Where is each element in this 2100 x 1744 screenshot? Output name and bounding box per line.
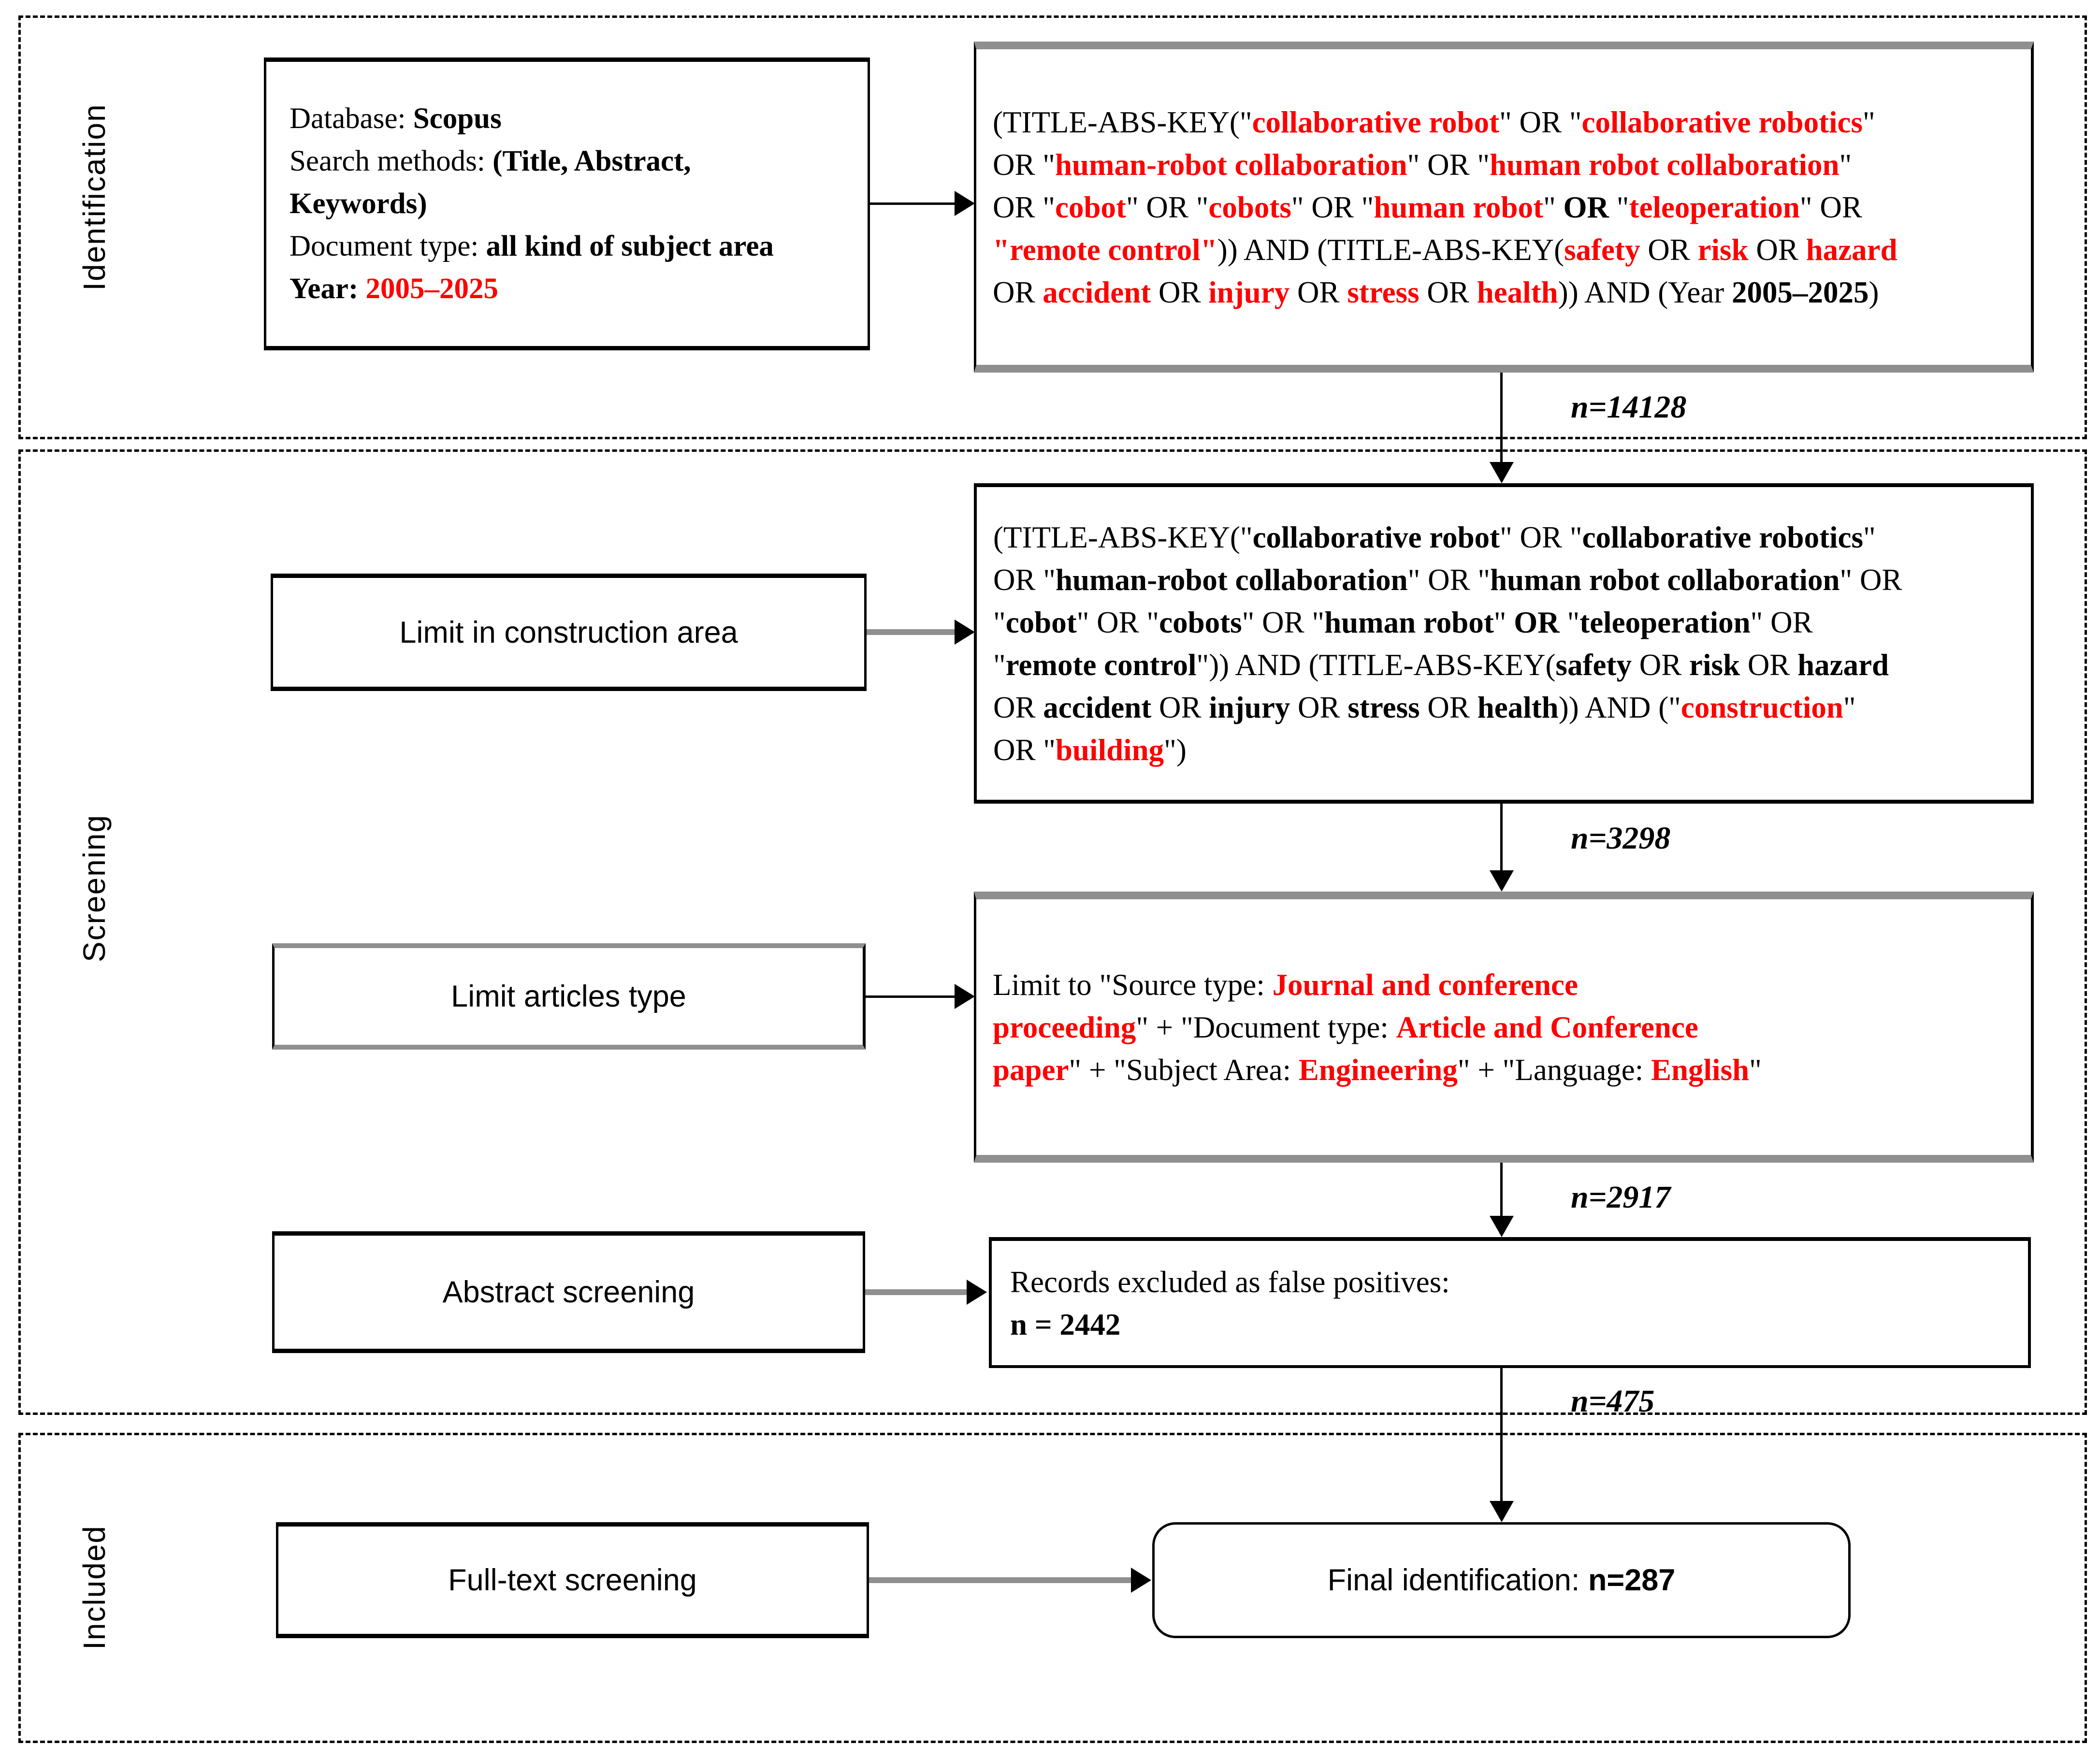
text-line: OR "human-robot collaboration" OR "human…: [993, 562, 1902, 597]
arrow-abstract-to-excluded-shaft: [865, 1289, 970, 1295]
text-line: OR accident OR injury OR stress OR healt…: [993, 275, 1879, 309]
identification-section-frame: [18, 15, 2087, 439]
limit-articles-label: Limit articles type: [451, 980, 686, 1013]
text-line: "remote control")) AND (TITLE-ABS-KEY(sa…: [993, 232, 1897, 267]
arrow-criteria-to-query-shaft: [870, 202, 959, 205]
text-line: Limit to "Source type: Journal and confe…: [993, 967, 1578, 1002]
included-section-frame: [18, 1433, 2087, 1743]
text-line: Keywords): [290, 187, 427, 220]
arrow-fulltext-to-final-shaft: [869, 1577, 1135, 1583]
arrow-criteria-to-query-head: [955, 191, 975, 216]
fulltext-screening-label: Full-text screening: [448, 1563, 697, 1597]
identification-section-label: Identification: [77, 103, 112, 291]
final-identification-prefix: Final identification:: [1327, 1563, 1588, 1597]
limit-articles-box: Limit articles type: [272, 943, 866, 1050]
arrow-excluded-to-final-shaft: [1500, 1368, 1503, 1504]
arrow-construction-to-query-shaft: [867, 629, 958, 635]
abstract-screening-label: Abstract screening: [442, 1275, 695, 1309]
text-line: OR accident OR injury OR stress OR healt…: [993, 690, 1856, 724]
arrow-limit-type-to-excluded-head: [1490, 1216, 1514, 1237]
initial-query-box: (TITLE-ABS-KEY("collaborative robot" OR …: [974, 42, 2034, 373]
arrow-articles-to-limit-type-head: [955, 984, 975, 1009]
text-line: OR "human-robot collaboration" OR "human…: [993, 147, 1852, 182]
text-line: proceeding" + "Document type: Article an…: [993, 1010, 1698, 1044]
text-line: Document type: all kind of subject area: [290, 230, 774, 262]
text-line: "cobot" OR "cobots" OR "human robot" OR …: [993, 605, 1813, 639]
text-line: Records excluded as false positives:: [1010, 1265, 1450, 1299]
text-line: OR "building"): [993, 733, 1187, 767]
text-line: "remote control")) AND (TITLE-ABS-KEY(sa…: [993, 648, 1889, 682]
arrow-fulltext-to-final-head: [1131, 1568, 1151, 1593]
limit-construction-box: Limit in construction area: [271, 574, 867, 691]
count-after-abstract: n=475: [1571, 1384, 1655, 1419]
text-line: Year: 2005–2025: [290, 273, 499, 305]
limit-type-box: Limit to "Source type: Journal and confe…: [974, 892, 2034, 1163]
text-line: Search methods: (Title, Abstract,: [290, 145, 691, 177]
screening-section-label: Screening: [77, 814, 112, 963]
arrow-construction-to-limit-type-shaft: [1500, 804, 1503, 872]
arrow-abstract-to-excluded-head: [967, 1280, 987, 1305]
arrow-construction-to-limit-type-head: [1490, 870, 1514, 892]
limit-construction-label: Limit in construction area: [399, 615, 738, 649]
fulltext-screening-box: Full-text screening: [276, 1522, 869, 1638]
count-after-article-limit: n=2917: [1571, 1180, 1671, 1215]
arrow-query-to-construction-head: [1490, 462, 1514, 483]
final-identification-count: n=287: [1588, 1563, 1676, 1597]
final-identification-box: Final identification: n=287: [1152, 1522, 1851, 1638]
arrow-query-to-construction-shaft: [1500, 373, 1503, 464]
screening-section-frame: [18, 449, 2087, 1415]
count-after-construction: n=3298: [1571, 821, 1671, 856]
final-identification-text: Final identification: n=287: [1328, 1563, 1676, 1598]
text-line: n = 2442: [1010, 1307, 1121, 1341]
text-line: OR "cobot" OR "cobots" OR "human robot" …: [993, 190, 1862, 224]
text-line: (TITLE-ABS-KEY("collaborative robot" OR …: [993, 520, 1876, 554]
text-line: Database: Scopus: [290, 102, 502, 135]
records-excluded-box: Records excluded as false positives: n = …: [989, 1237, 2031, 1368]
construction-query-box: (TITLE-ABS-KEY("collaborative robot" OR …: [974, 483, 2034, 804]
count-after-identification: n=14128: [1571, 389, 1687, 425]
arrow-construction-to-query-head: [955, 620, 975, 645]
arrow-limit-type-to-excluded-shaft: [1500, 1163, 1503, 1218]
text-line: (TITLE-ABS-KEY("collaborative robot" OR …: [993, 105, 1875, 139]
included-section-label: Included: [77, 1525, 112, 1650]
text-line: paper" + "Subject Area: Engineering" + "…: [993, 1052, 1762, 1087]
abstract-screening-box: Abstract screening: [272, 1231, 865, 1353]
arrow-articles-to-limit-type-shaft: [866, 995, 958, 998]
arrow-excluded-to-final-head: [1490, 1501, 1514, 1522]
